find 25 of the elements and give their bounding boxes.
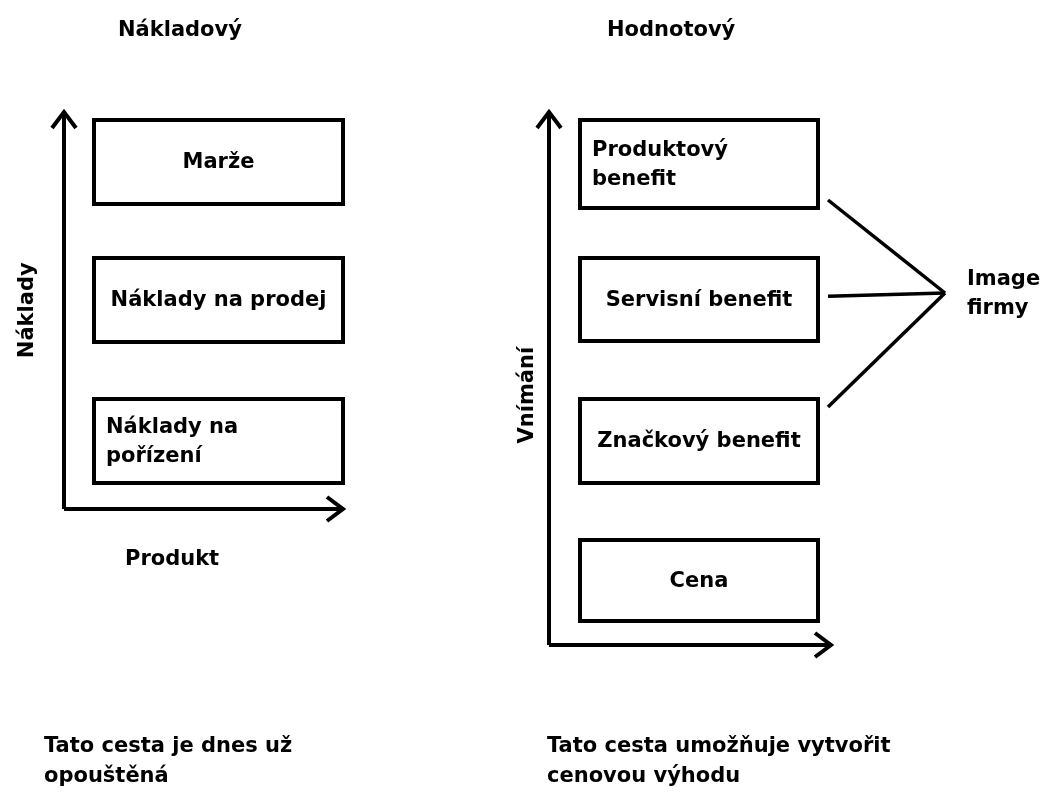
connector-line (826, 198, 947, 295)
node-label: Produktový benefit (592, 135, 729, 192)
node-label: Náklady na pořízení (106, 412, 240, 469)
text-box (92, 397, 345, 485)
axis-label: Vnímání (513, 346, 540, 444)
connector-line (827, 291, 946, 299)
text-label: Hodnotový (607, 16, 736, 43)
connector-line (826, 291, 947, 409)
node-label: Náklady na prodej (110, 286, 327, 314)
axis-label: Náklady (12, 262, 39, 359)
node-label: Značkový benefit (597, 427, 801, 455)
text-box (578, 538, 820, 623)
text-label: Tato cesta umožňuje vytvořit cenovou výhodu (547, 732, 892, 790)
text-box (92, 256, 345, 344)
text-box (578, 256, 820, 343)
node-label: Servisní benefit (605, 285, 793, 313)
text-box (578, 118, 820, 210)
node-label: Marže (182, 148, 255, 176)
text-box (92, 118, 345, 206)
node-label: Cena (669, 566, 729, 594)
text-label: Produkt (125, 545, 220, 572)
text-box (578, 397, 820, 485)
text-label: Nákladový (118, 16, 242, 43)
text-label: Tato cesta je dnes už opouštěná (44, 732, 294, 790)
node-label: Image firmy (967, 264, 1042, 321)
